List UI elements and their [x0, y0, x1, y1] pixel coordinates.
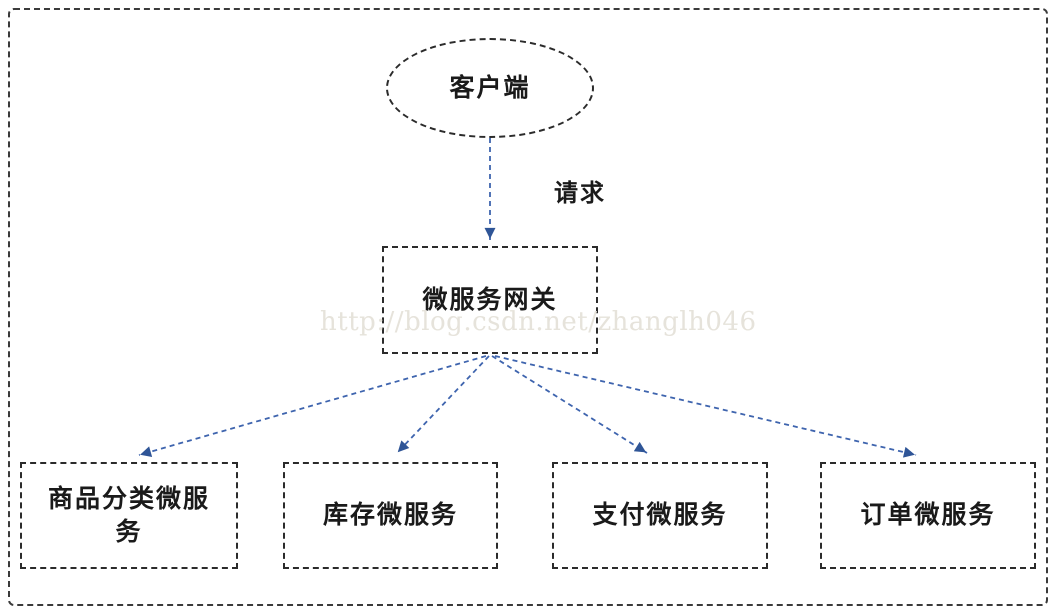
edge-gateway-to-payment-service — [491, 355, 648, 454]
node-service-payment-label: 支付微服务 — [592, 501, 728, 530]
node-gateway: 微服务网关 — [382, 246, 598, 354]
edge-label-request: 请求 — [554, 180, 606, 207]
node-gateway-label: 微服务网关 — [422, 285, 558, 314]
edge-gateway-to-product-service — [138, 355, 487, 457]
node-service-payment: 支付微服务 — [552, 462, 768, 569]
node-client: 客户端 — [386, 38, 594, 138]
edge-gateway-to-inventory-service — [396, 355, 490, 454]
edge-gateway-to-order-service — [494, 355, 917, 458]
node-service-order: 订单微服务 — [820, 462, 1036, 569]
node-service-product-category: 商品分类微服务 — [20, 462, 238, 569]
node-service-inventory-label: 库存微服务 — [322, 501, 458, 530]
node-service-inventory: 库存微服务 — [283, 462, 498, 569]
node-service-order-label: 订单微服务 — [860, 501, 996, 530]
node-client-label: 客户端 — [449, 73, 531, 102]
node-service-product-category-label: 商品分类微服务 — [47, 485, 210, 546]
